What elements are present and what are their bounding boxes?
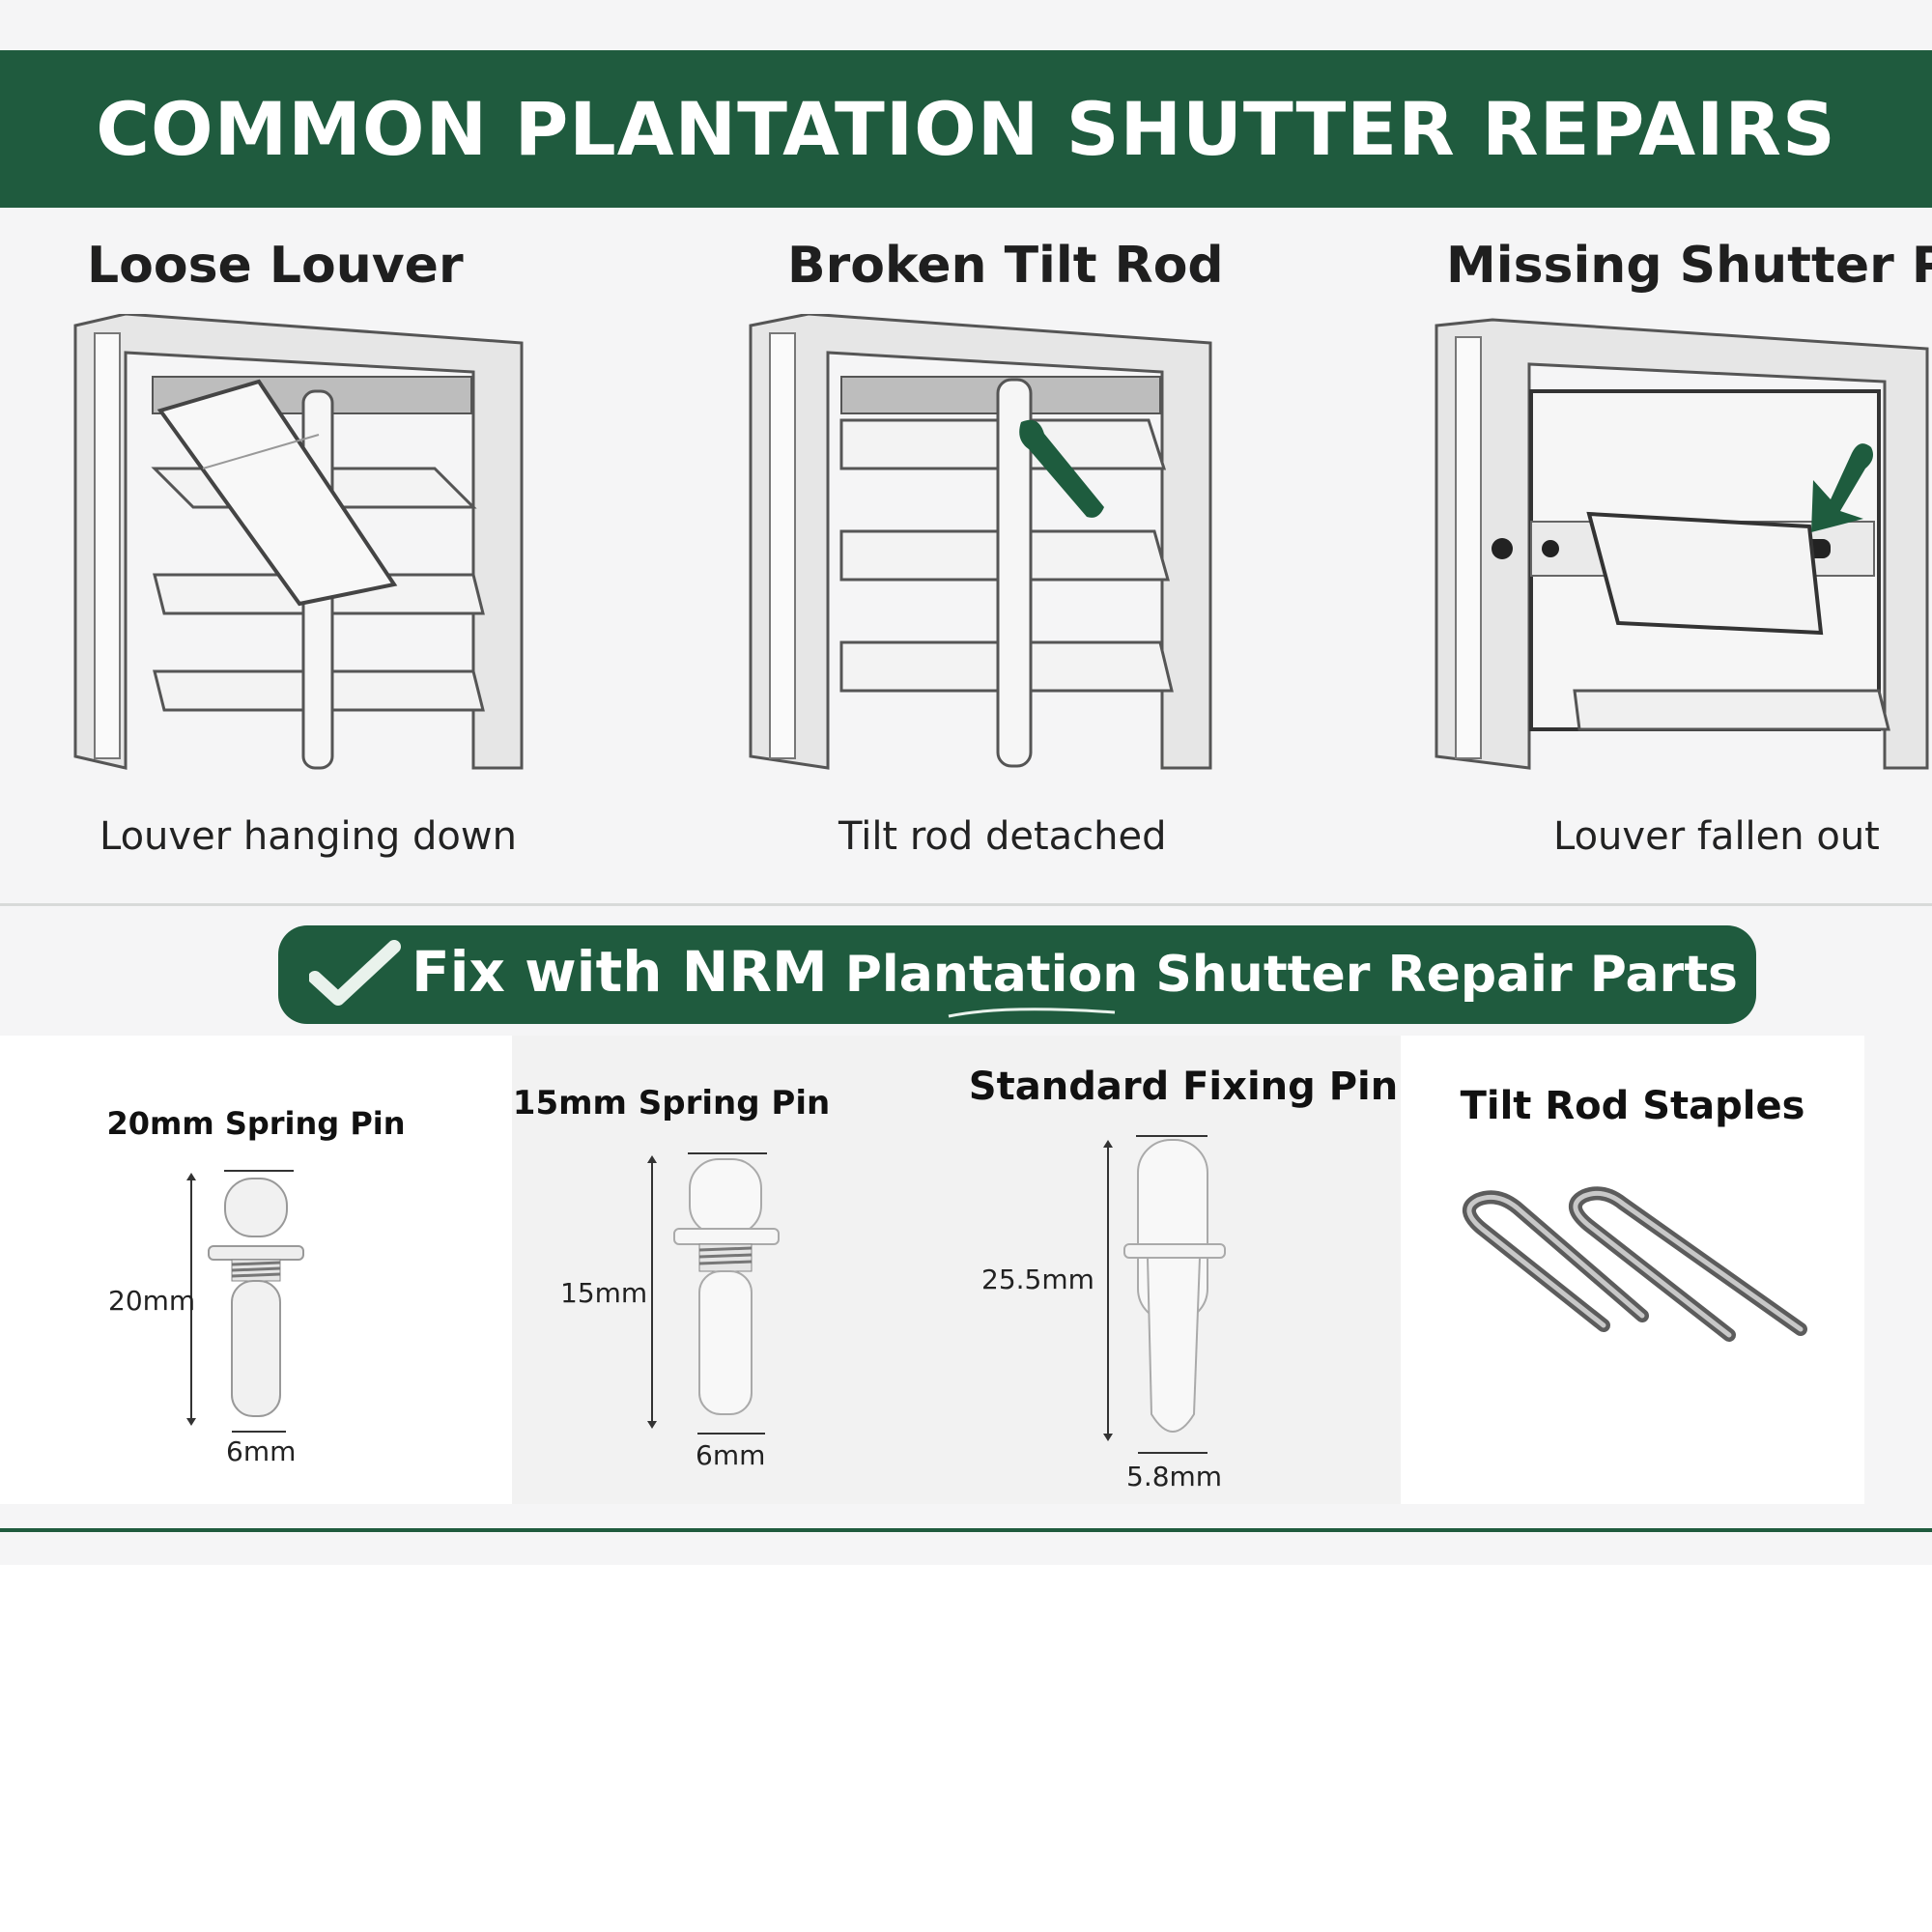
fix-rest: Plantation Shutter Repair Parts: [827, 946, 1738, 1004]
pins-panel: [512, 1036, 1401, 1504]
check-icon: [309, 940, 401, 1006]
part-title: 15mm Spring Pin: [512, 1084, 831, 1122]
problem-caption: Louver hanging down: [99, 814, 517, 859]
spring-pin-20mm-icon: [186, 1170, 304, 1433]
problem-caption: Louver fallen out: [1553, 814, 1880, 859]
spring-pin-15mm-icon: [647, 1152, 780, 1435]
fix-text: Fix with NRM Plantation Shutter Repair P…: [412, 939, 1738, 1005]
fix-prefix: Fix with: [412, 939, 682, 1005]
part-title: 20mm Spring Pin: [106, 1105, 406, 1142]
brand-underline-swoosh: [948, 1008, 1116, 1018]
staples-icon: [1463, 1186, 1807, 1342]
part-title: Standard Fixing Pin: [968, 1065, 1399, 1109]
bottom-rule: [0, 1528, 1932, 1532]
fixing-pin-icon: [1103, 1135, 1226, 1454]
problem-missing-pin: Missing Shutter Pin Louver fallen out: [1435, 217, 1932, 894]
loose-louver-illustration: [73, 314, 524, 770]
parts-section: 20mm Spring Pin 20mm 6mm 15mm Spring Pin: [0, 1036, 1932, 1504]
problem-loose-louver: Loose Louver Louver hanging down: [68, 217, 686, 894]
missing-pin-illustration: [1435, 318, 1929, 770]
page-title: COMMON PLANTATION SHUTTER REPAIRS: [96, 86, 1836, 172]
dimension-width: 6mm: [226, 1435, 297, 1467]
part-title: Tilt Rod Staples: [1460, 1084, 1805, 1128]
header-banner: COMMON PLANTATION SHUTTER REPAIRS: [0, 50, 1932, 208]
part-tilt-rod-staples: Tilt Rod Staples: [1401, 1036, 1864, 1504]
problem-title: Missing Shutter Pin: [1446, 237, 1932, 295]
dimension-length: 25.5mm: [981, 1264, 1094, 1295]
problem-broken-tilt-rod: Broken Tilt Rod Tilt rod detached: [749, 217, 1367, 894]
part-15mm-spring-pin: 15mm Spring Pin 15mm 6mm: [512, 1036, 927, 1504]
dimension-length: 15mm: [560, 1277, 648, 1309]
dimension-width: 6mm: [696, 1439, 766, 1471]
fix-banner: Fix with NRM Plantation Shutter Repair P…: [278, 925, 1756, 1024]
part-20mm-spring-pin: 20mm Spring Pin 20mm 6mm: [0, 1036, 512, 1504]
brand-name: NRM: [681, 939, 828, 1005]
problem-title: Loose Louver: [87, 237, 464, 295]
dimension-length: 20mm: [108, 1285, 196, 1317]
section-divider: [0, 903, 1932, 906]
problem-caption: Tilt rod detached: [838, 814, 1167, 859]
problem-title: Broken Tilt Rod: [787, 237, 1224, 295]
broken-tilt-rod-illustration: [749, 314, 1212, 770]
part-standard-fixing-pin: Standard Fixing Pin 25.5mm 5.8mm: [927, 1036, 1401, 1504]
dimension-width: 5.8mm: [1126, 1461, 1223, 1492]
